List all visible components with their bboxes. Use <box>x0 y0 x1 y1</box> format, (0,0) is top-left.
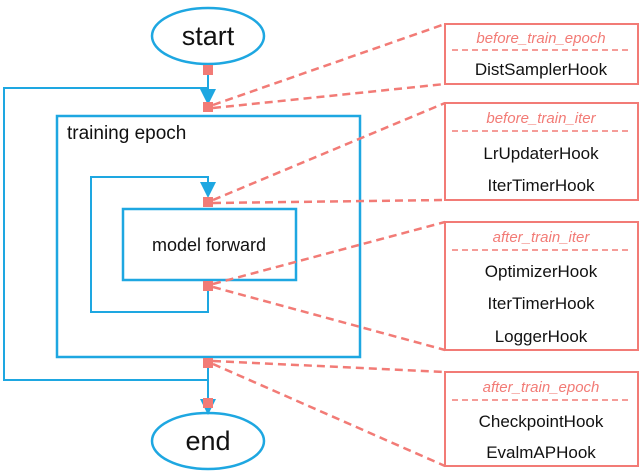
hook-name: OptimizerHook <box>485 262 598 281</box>
hook-stage-label: before_train_epoch <box>476 30 605 47</box>
hook-stage-label: before_train_iter <box>486 110 596 127</box>
connector-before-epoch-top <box>212 22 446 107</box>
hook-box <box>444 371 639 467</box>
end-label: end <box>185 426 230 456</box>
connector-after-epoch-top <box>212 359 446 374</box>
connector-before-epoch-bottom <box>212 82 446 110</box>
hook-group-before-train-iter: before_train_iter LrUpdaterHook IterTime… <box>444 102 639 201</box>
hook-box <box>444 102 639 201</box>
hook-point-after-iter <box>203 281 213 291</box>
hook-group-after-train-epoch: after_train_epoch CheckpointHook EvalmAP… <box>444 371 639 467</box>
start-label: start <box>182 21 235 51</box>
hook-name: EvalmAPHook <box>486 443 596 462</box>
hook-point-before-iter <box>203 197 213 207</box>
hook-point-end <box>203 398 213 408</box>
training-epoch-label: training epoch <box>67 123 186 144</box>
connector-after-epoch-bottom <box>212 362 446 468</box>
connector-before-iter-bottom <box>212 198 446 205</box>
hook-name: LrUpdaterHook <box>483 144 599 163</box>
hook-name: DistSamplerHook <box>475 60 608 79</box>
hook-box <box>444 221 639 351</box>
hook-box <box>444 23 639 85</box>
hook-group-before-train-epoch: before_train_epoch DistSamplerHook <box>444 23 639 85</box>
hook-name: LoggerHook <box>495 327 588 346</box>
hook-name: IterTimerHook <box>487 176 595 195</box>
epoch-loop-path <box>3 87 208 381</box>
model-forward-box <box>121 207 298 282</box>
model-forward-label: model forward <box>152 235 266 255</box>
iter-loop-path <box>90 176 216 313</box>
hook-point-start <box>203 65 213 75</box>
connector-before-iter-top <box>212 101 446 202</box>
hook-connectors <box>212 22 446 468</box>
hook-point-after-epoch <box>203 358 213 368</box>
hook-name: IterTimerHook <box>487 294 595 313</box>
hook-stage-label: after_train_iter <box>493 229 591 246</box>
hook-stage-label: after_train_epoch <box>483 379 600 396</box>
hook-name: CheckpointHook <box>479 412 604 431</box>
hook-point-before-epoch <box>203 102 213 112</box>
connector-after-iter-top <box>212 220 446 286</box>
hook-group-after-train-iter: after_train_iter OptimizerHook IterTimer… <box>444 221 639 351</box>
connector-after-iter-bottom <box>212 285 446 352</box>
